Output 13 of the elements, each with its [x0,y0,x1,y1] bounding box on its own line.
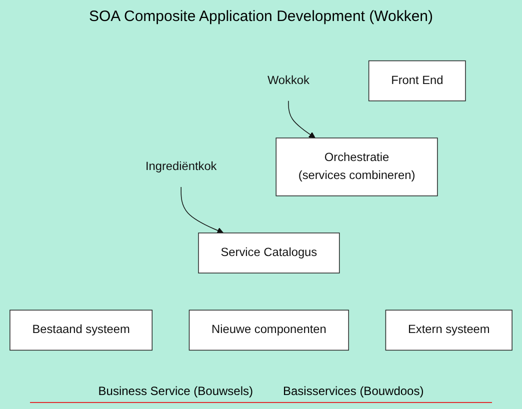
node-box: Bestaand systeem [10,310,152,351]
section-label: Business Service (Bouwsels) [98,384,253,398]
node-box: Service Catalogus [198,232,340,274]
node-box: Orchestratie (services combineren) [276,138,438,196]
node-box: Nieuwe componenten [188,310,349,351]
diagram-title: SOA Composite Application Development (Wokken) [88,8,434,25]
arrow [288,100,316,138]
section-label: Basisservices (Bouwdoos) [283,384,424,398]
arrow [180,186,224,234]
node-box: Extern systeem [385,310,512,351]
node-text: Ingrediëntkok [145,160,217,173]
node-box: Front End [368,60,466,102]
node-text: Wokkok [267,74,310,87]
